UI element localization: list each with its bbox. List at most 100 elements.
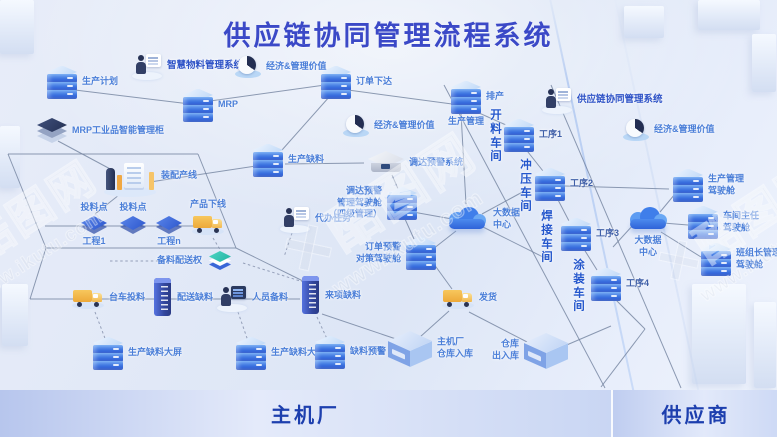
connector-line [561,325,612,348]
process-2-icon: 工序2 [535,167,593,201]
feed-point-1-label: 工程1 [82,236,106,246]
mrp-cabinet-label: MRP工业品智能管理柜 [72,125,164,136]
shortage-screen-1-icon: 生产缺料大屏 [93,336,182,370]
welding-workshop: 焊接 车间 [541,210,553,263]
painting-workshop: 涂装 车间 [573,259,585,312]
connector-line [283,232,293,258]
econ-value-2-label: 经济&管理价值 [374,120,435,131]
mrp-cabinet-icon: MRP工业品智能管理柜 [37,118,164,144]
product-offline-label: 产品下线 [189,199,227,210]
feed-point-n-icon: 工程n [156,216,182,246]
connector-line [235,247,308,284]
zone-label-oem: 主机厂 [271,405,340,427]
connector-line [212,237,222,252]
connector-line [149,165,257,183]
background-building [624,6,664,38]
connector-line [94,311,107,342]
personnel-preparation-icon: 人员备料 [217,284,288,312]
big-data-center-2-label: 大数据 中心 [634,235,662,257]
team-leader-cockpit-icon: 班组长管理 驾驶舱 [701,242,777,276]
connector-line [612,223,635,248]
connector-line [432,230,457,250]
big-data-center-1-icon: 大数据 中心 [446,205,520,233]
big-data-center-2-icon: 大数据 中心 [627,205,669,257]
econ-value-2-icon: 经济&管理价值 [343,115,435,137]
incoming-shortage-label: 来项缺料 [325,290,362,301]
connector-line [600,328,646,388]
procurement-warning-cockpit-label: 调达预警 管理驾驶舱 （四级管理） [327,185,382,219]
production-mgmt-cockpit-label: 生产管理 驾驶舱 [708,173,745,195]
feed-point-1-icon: 投料点工程1 [80,202,107,246]
background-building [692,284,746,384]
zone-band-oem: 主机厂 [0,390,611,437]
process-3-label: 工序3 [596,228,620,239]
connector-line [412,211,453,220]
cutting-workshop: 开料 车间 [490,109,502,162]
connector-line [57,140,115,172]
connector-line [662,222,689,226]
delivery-shortage-label: 配送缺料 [177,292,214,303]
connector-line [660,231,702,258]
warehouse-in-out-label: 仓库 出入库 [491,338,519,360]
connector-line [564,185,670,190]
order-release-icon: 订单下达 [321,65,392,99]
process-3-icon: 工序3 [561,217,619,251]
background-building [2,284,28,346]
connector-line [321,313,397,340]
background-building [754,302,776,388]
delivery-shortage-icon: 配送缺料 [154,278,213,318]
production-shortage-icon: 生产缺料 [253,143,324,177]
process-4-label: 工序4 [626,278,650,289]
connector-line [419,310,450,338]
painting-workshop-label: 涂装 车间 [573,259,585,313]
connector-line [404,218,415,240]
trolley-feeding-label: 台车投料 [109,292,146,303]
connector-line [443,84,606,389]
material-distribution-label: 备料配送权 [156,255,202,266]
scheduling-icon: 排产生产管理 [448,80,504,126]
feed-point-2-label: 投料点 [119,202,147,213]
production-plan-label: 生产计划 [82,76,119,87]
shortage-warning-icon: 缺料预警 [315,335,386,369]
feed-point-1-label: 投料点 [80,202,108,213]
background-building [752,34,776,92]
shortage-screen-2-label: 生产缺料大屏 [271,347,326,358]
shipping-label: 发货 [479,292,498,303]
process-1-label: 工序1 [539,129,563,140]
scheduling-label: 排产 [486,91,505,102]
econ-value-3-icon: 经济&管理价值 [623,119,715,141]
connector-line [347,89,453,105]
connector-line [659,193,676,213]
process-1-icon: 工序1 [504,118,562,152]
big-data-center-1-label: 大数据 中心 [493,207,521,229]
assembly-line-label: 装配产线 [161,170,198,181]
process-4-icon: 工序4 [591,267,649,301]
econ-value-3-label: 经济&管理价值 [654,124,715,135]
procurement-warning-system-label: 调达预警系统 [409,157,464,168]
warehouse-in-out-icon: 仓库 出入库 [492,333,568,369]
smart-material-system-label: 智慧物料管理系统 [167,59,244,71]
production-plan-icon: 生产计划 [47,65,118,99]
connector-line [197,153,237,249]
material-distribution-icon: 备料配送权 [157,251,233,271]
oem-warehouse-inbound-label: 主机厂 仓库入库 [437,336,474,358]
econ-value-1-icon: 经济&管理价值 [235,56,327,78]
zone-band-supplier: 供应商 [611,390,777,437]
cutting-workshop-label: 开料 车间 [490,109,502,163]
smart-material-system-icon: 智慧物料管理系统 [132,52,243,80]
scheduling-label: 生产管理 [447,115,485,126]
personnel-preparation-label: 人员备料 [252,292,289,303]
scm-system-label: 供应链协同管理系统 [577,93,663,105]
connector-line [612,296,646,330]
welding-workshop-label: 焊接 车间 [541,210,553,264]
order-warning-cockpit-label: 订单预警 对策驾驶舱 [355,241,401,263]
trolley-feeding-icon: 台车投料 [72,287,145,309]
stamping-workshop: 冲压 车间 [520,159,532,212]
mrp-label: MRP [218,99,238,110]
feed-point-n-label: 工程n [157,236,181,246]
connector-line [281,95,331,151]
procurement-warning-system-icon: 调达预警系统 [368,151,463,175]
incoming-shortage-icon: 来项缺料 [302,276,361,316]
connector-line [7,153,47,249]
